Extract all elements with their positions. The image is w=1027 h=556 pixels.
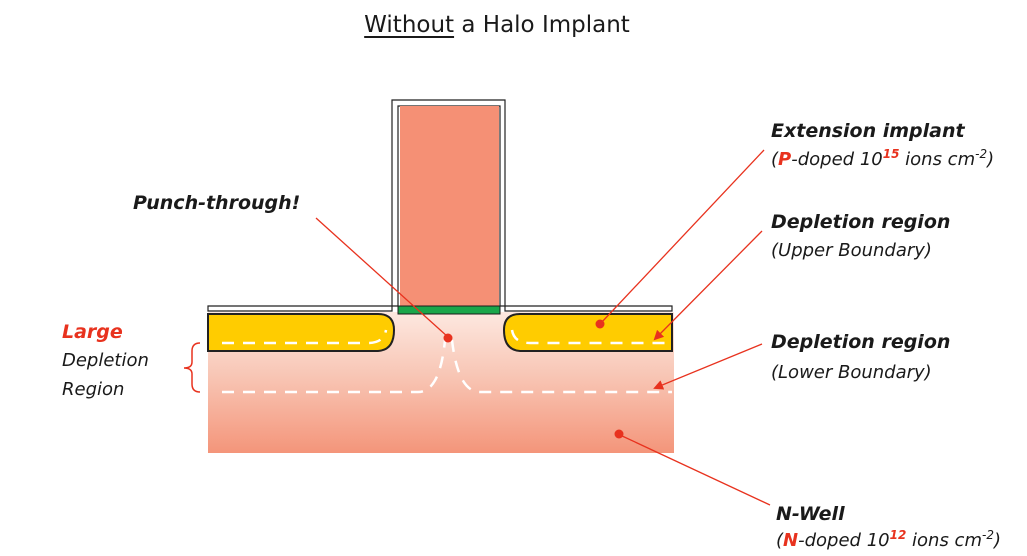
depletion-upper-left — [222, 329, 388, 345]
large-label: Large — [62, 321, 123, 343]
gate-outline — [207, 99, 673, 312]
n-well-doped-text: -doped 10 — [798, 530, 890, 551]
depletion-lower-sub: (Lower Boundary) — [771, 362, 932, 383]
pointer-depletion-upper — [653, 230, 763, 341]
extension-exponent: 15 — [882, 147, 900, 161]
extension-element: P — [778, 149, 792, 170]
depletion-lower-left — [222, 339, 447, 394]
pointer-extension — [595, 149, 765, 329]
page-title: Without a Halo Implant — [0, 12, 994, 38]
extension-unit: ions cm — [899, 149, 976, 170]
extension-implant-title: Extension implant — [771, 120, 965, 142]
n-well-exponent: 12 — [889, 528, 907, 542]
depletion-upper-title: Depletion region — [771, 211, 951, 233]
extension-implant-left — [207, 313, 396, 352]
title-underlined-word: Without — [364, 12, 455, 38]
paren-close: ) — [993, 530, 1001, 551]
pointer-punch-through — [315, 217, 453, 343]
gate-oxide — [397, 305, 501, 315]
depletion-lower-title: Depletion region — [771, 331, 951, 353]
extension-implant-doping: (P-doped 1015 ions cm-2) — [771, 147, 995, 170]
paren-open: ( — [776, 530, 784, 551]
punch-through-label: Punch-through! — [133, 192, 301, 214]
depletion-upper-sub: (Upper Boundary) — [771, 240, 932, 261]
extension-implant-right — [502, 313, 673, 352]
n-well-unit: ions cm — [906, 530, 982, 551]
depletion-label: Depletion — [62, 350, 149, 371]
depletion-brace — [183, 342, 201, 393]
paren-open: ( — [771, 149, 779, 170]
n-well-unit-exponent: -2 — [982, 528, 994, 542]
extension-doped-text: -doped 10 — [791, 149, 883, 170]
gate — [400, 106, 499, 306]
n-well-doping: (N-doped 1012 ions cm-2) — [776, 528, 1001, 551]
n-well-element: N — [783, 530, 799, 551]
title-rest: a Halo Implant — [454, 12, 630, 38]
pointer-n-well — [614, 429, 771, 506]
pointer-depletion-lower — [653, 343, 763, 390]
region-label: Region — [62, 379, 125, 400]
depletion-upper-right — [510, 329, 672, 345]
paren-close: ) — [987, 149, 995, 170]
n-well-title: N-Well — [776, 503, 845, 525]
depletion-lower-right — [450, 339, 672, 394]
extension-unit-exponent: -2 — [975, 147, 988, 161]
